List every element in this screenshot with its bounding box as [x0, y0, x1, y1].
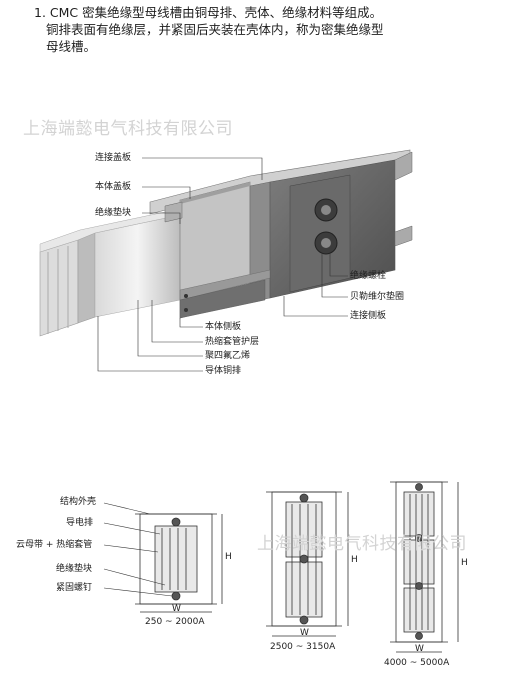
copper-bar-stack — [39, 211, 181, 337]
section-250-2000a — [135, 513, 223, 613]
bottom-callout-leaders — [103, 502, 173, 597]
intro-paragraph: 1. CMC 密集绝缘型母线槽由铜母排、壳体、绝缘材料等组成。 铜排表面有绝缘层… — [34, 4, 504, 55]
label-belleville-washer: 贝勒维尔垫圈 — [350, 292, 405, 302]
section-2500-3150a — [266, 491, 349, 637]
intro-line-3: 母线槽。 — [46, 39, 97, 54]
section-1-range: 250 ~ 2000A — [145, 617, 205, 627]
label-bolt: 紧固螺钉 — [56, 583, 93, 593]
section-3-h: H — [461, 558, 468, 568]
busway-housing — [149, 149, 413, 319]
section-3-w: W — [415, 644, 424, 654]
section-3-range: 4000 ~ 5000A — [384, 658, 450, 668]
intro-line-2: 铜排表面有绝缘层，并紧固后夹装在壳体内，称为密集绝缘型 — [46, 22, 384, 37]
watermark-top: 上海端懿电气科技有限公司 — [23, 119, 233, 139]
intro-line-1: 1. CMC 密集绝缘型母线槽由铜母排、壳体、绝缘材料等组成。 — [34, 5, 383, 20]
label-mica-tape: 云母带 + 热缩套管 — [16, 540, 93, 550]
label-insulation-pad: 绝缘垫块 — [95, 208, 132, 218]
top-callout-leaders — [97, 157, 348, 372]
section-1-w: W — [172, 604, 181, 614]
label-heat-shrink: 热缩套管护层 — [205, 337, 260, 347]
section-2-w: W — [300, 628, 309, 638]
label-copper-bar: 导体铜排 — [205, 366, 242, 376]
watermark-bottom: 上海端懿电气科技有限公司 — [257, 534, 467, 554]
label-body-cover: 本体盖板 — [95, 182, 132, 192]
label-pad: 绝缘垫块 — [56, 564, 93, 574]
label-shell: 结构外壳 — [60, 497, 97, 507]
label-ptfe: 聚四氟乙烯 — [205, 351, 251, 361]
label-connect-side: 连接侧板 — [350, 311, 387, 321]
label-connect-cover: 连接盖板 — [95, 153, 132, 163]
label-busbar: 导电排 — [66, 518, 94, 528]
label-insulation-bolt: 绝缘螺栓 — [350, 271, 387, 281]
section-2-range: 2500 ~ 3150A — [270, 642, 336, 652]
label-body-side: 本体侧板 — [205, 322, 242, 332]
section-2-h: H — [351, 555, 358, 565]
section-4000-5000a — [390, 481, 459, 653]
section-1-h: H — [225, 552, 232, 562]
